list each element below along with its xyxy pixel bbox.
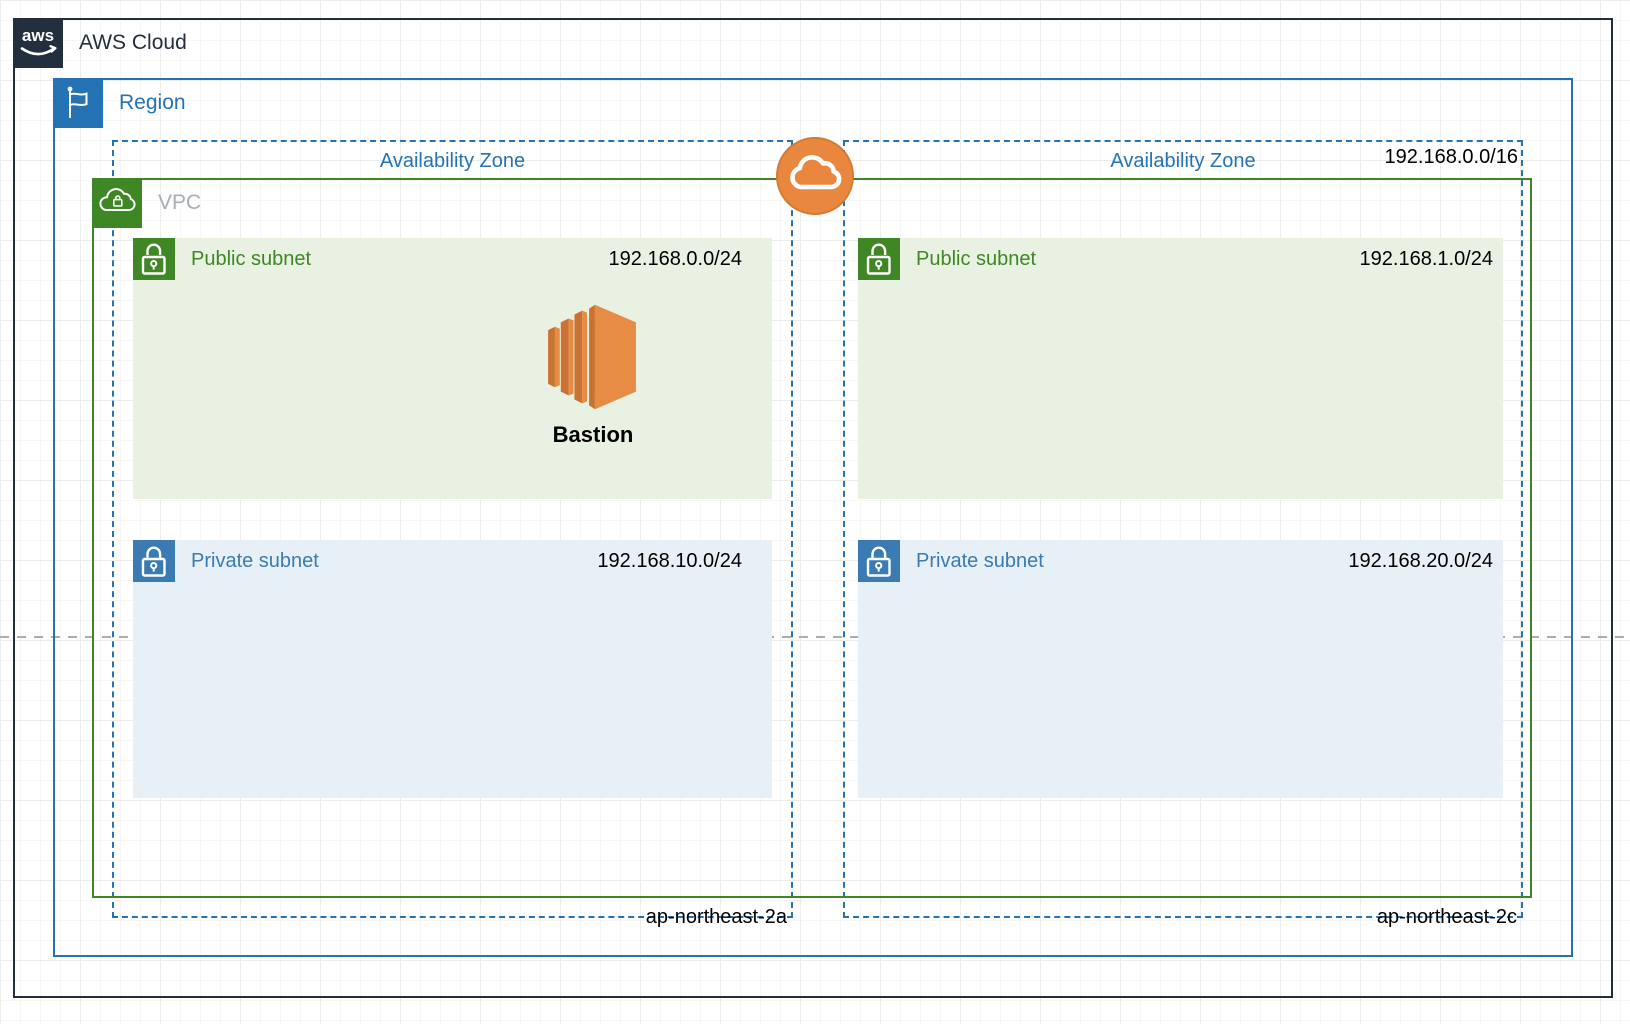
vpc-label: VPC: [158, 191, 202, 214]
region-label: Region: [119, 91, 186, 114]
bastion-label: Bastion: [552, 422, 634, 447]
private-subnet-right: Private subnet 192.168.20.0/24: [858, 540, 1503, 798]
subnet-label: Public subnet: [916, 248, 1037, 270]
aws-logo-text: aws: [22, 26, 54, 45]
page-boundary-dashed-line: [0, 636, 1630, 638]
availability-zone-name: ap-northeast-2a: [645, 906, 787, 928]
availability-zone-left: Availability Zone ap-northeast-2a: [112, 140, 793, 928]
bastion-instance: Bastion: [493, 296, 693, 448]
region-group: Region: [53, 78, 1573, 957]
vpc-icon: [92, 178, 142, 228]
aws-cloud-label: AWS Cloud: [79, 31, 187, 54]
availability-zone-label: Availability Zone: [379, 150, 526, 172]
public-subnet-left: Public subnet 192.168.0.0/24 Bastion: [133, 238, 772, 499]
public-subnet-lock-icon: [133, 238, 175, 280]
subnet-cidr: 192.168.20.0/24: [1348, 550, 1493, 572]
subnet-label: Public subnet: [191, 248, 312, 270]
private-subnet-left: Private subnet 192.168.10.0/24: [133, 540, 772, 798]
vpc-cidr: 192.168.0.0/16: [1384, 146, 1518, 168]
public-subnet-lock-icon: [858, 238, 900, 280]
availability-zone-right: Availability Zone ap-northeast-2c: [843, 140, 1523, 928]
ec2-instance-icon: [548, 304, 636, 410]
aws-logo-icon: aws: [13, 18, 63, 68]
private-subnet-lock-icon: [858, 540, 900, 582]
subnet-cidr: 192.168.10.0/24: [597, 550, 742, 572]
public-subnet-right: Public subnet 192.168.1.0/24: [858, 238, 1503, 499]
availability-zone-name: ap-northeast-2c: [1376, 906, 1517, 928]
subnet-label: Private subnet: [916, 550, 1044, 572]
private-subnet-lock-icon: [133, 540, 175, 582]
availability-zone-label: Availability Zone: [1110, 150, 1256, 172]
region-flag-icon: [53, 78, 103, 128]
subnet-cidr: 192.168.1.0/24: [1359, 248, 1493, 270]
internet-gateway-cloud-icon: [776, 137, 854, 215]
aws-cloud-group: aws AWS Cloud: [13, 18, 1613, 998]
subnet-cidr: 192.168.0.0/24: [608, 248, 742, 270]
subnet-label: Private subnet: [191, 550, 319, 572]
